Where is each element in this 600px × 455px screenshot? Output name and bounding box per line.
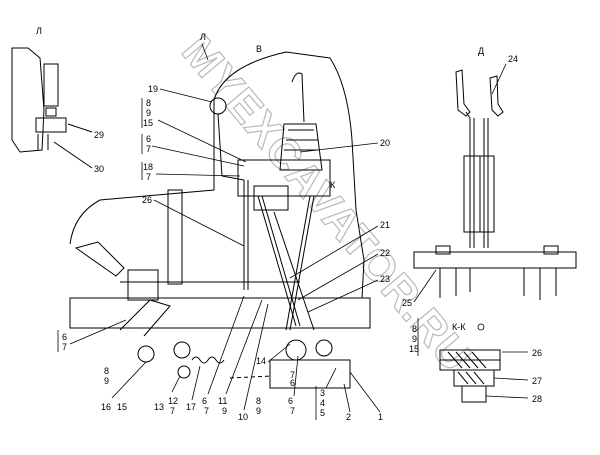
view-l-label: Л bbox=[36, 26, 42, 36]
callout-7: 7 bbox=[146, 144, 151, 154]
callout-27: 27 bbox=[532, 376, 542, 386]
callout-25: 25 bbox=[402, 298, 412, 308]
callout-9b: 9 bbox=[412, 334, 417, 344]
main-assembly bbox=[69, 51, 371, 389]
callout-2: 2 bbox=[346, 412, 351, 422]
callout-15c: 15 bbox=[117, 402, 127, 412]
callout-11: 11 bbox=[218, 396, 227, 406]
callout-8d: 8 bbox=[256, 396, 261, 406]
callout-9c: 9 bbox=[104, 376, 109, 386]
view-l-detail bbox=[11, 47, 93, 169]
callout-29: 29 bbox=[94, 130, 104, 140]
callout-6b: 6 bbox=[62, 332, 67, 342]
view-l-pointer: Л bbox=[200, 32, 206, 42]
callout-7g: 7 bbox=[146, 172, 151, 182]
callout-12: 12 bbox=[168, 396, 178, 406]
callout-8b: 8 bbox=[412, 324, 417, 334]
callout-22: 22 bbox=[380, 248, 390, 258]
callout-19: 19 bbox=[148, 84, 158, 94]
callout-13: 13 bbox=[154, 402, 164, 412]
callout-26b: 26 bbox=[532, 348, 542, 358]
callout-7f: 7 bbox=[170, 406, 175, 416]
callout-28: 28 bbox=[532, 394, 542, 404]
callout-16: 16 bbox=[101, 402, 111, 412]
callout-7d: 7 bbox=[290, 406, 295, 416]
callout-8: 8 bbox=[146, 98, 151, 108]
view-d-detail bbox=[413, 69, 577, 300]
callout-6: 6 bbox=[146, 134, 151, 144]
callout-14: 14 bbox=[256, 356, 266, 366]
callout-8c: 8 bbox=[104, 366, 109, 376]
view-v-label: В bbox=[256, 44, 262, 54]
callout-26: 26 bbox=[142, 195, 152, 205]
callout-9d: 9 bbox=[256, 406, 261, 416]
callout-1: 1 bbox=[378, 412, 383, 422]
callout-7b: 7 bbox=[62, 342, 67, 352]
callout-5: 5 bbox=[320, 408, 325, 418]
callout-17: 17 bbox=[186, 402, 196, 412]
callout-7e: 7 bbox=[290, 370, 295, 380]
callout-24: 24 bbox=[508, 54, 518, 64]
section-kk-label: К-К bbox=[452, 322, 466, 332]
callout-23: 23 bbox=[380, 274, 390, 284]
callout-18: 18 bbox=[143, 162, 153, 172]
callout-15: 15 bbox=[143, 118, 153, 128]
callout-9e: 9 bbox=[222, 406, 227, 416]
callout-9: 9 bbox=[146, 108, 151, 118]
callout-30: 30 bbox=[94, 164, 104, 174]
callout-7c: 7 bbox=[204, 406, 209, 416]
callout-15b: 15 bbox=[409, 344, 419, 354]
callout-21: 21 bbox=[380, 220, 390, 230]
callout-20: 20 bbox=[380, 138, 390, 148]
callout-3: 3 bbox=[320, 388, 325, 398]
callout-6d: 6 bbox=[288, 396, 293, 406]
callout-10: 10 bbox=[238, 412, 248, 422]
callout-4: 4 bbox=[320, 398, 325, 408]
view-d-label: Д bbox=[478, 46, 484, 56]
view-k-marker: К bbox=[330, 180, 336, 190]
callout-6c: 6 bbox=[202, 396, 207, 406]
callout-6e: 6 bbox=[290, 378, 295, 388]
